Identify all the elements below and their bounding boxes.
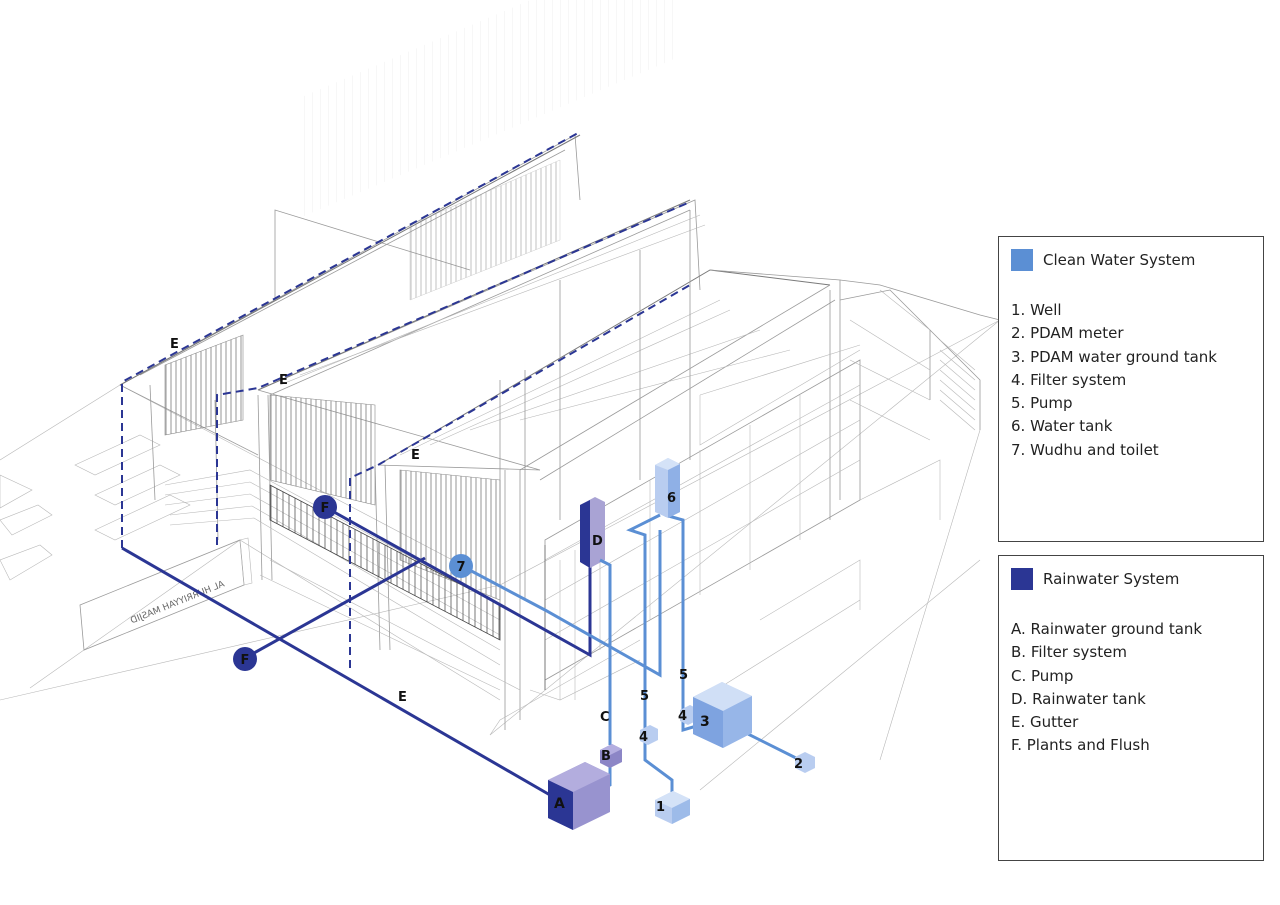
gutter-label-4: E: [398, 690, 407, 705]
ground-tank-label: 3: [700, 714, 710, 730]
legend-rain-item: D. Rainwater tank: [1011, 689, 1146, 708]
rain-pump-label: C: [600, 710, 610, 725]
water-tank-label: 6: [667, 491, 676, 506]
legend-clean-list: 1. Well 2. PDAM meter 3. PDAM water grou…: [1011, 299, 1217, 462]
gutter-line-2: [216, 201, 691, 545]
legend-rain-item: E. Gutter: [1011, 713, 1079, 732]
legend-rain-item: B. Filter system: [1011, 643, 1127, 662]
rain-tank-label: D: [592, 534, 603, 549]
water-tank: [655, 458, 680, 518]
rainwater-system: F F: [121, 132, 691, 830]
legend-rain-title-row: Rainwater System: [1011, 568, 1179, 590]
legend-rain-item: A. Rainwater ground tank: [1011, 620, 1203, 638]
pump-label-1: 5: [640, 689, 649, 704]
gutter-label-3: E: [411, 448, 420, 463]
plants-flush-node-1: F: [233, 647, 257, 671]
parking-stripes: [0, 434, 191, 581]
legend-rainwater: Rainwater System A. Rainwater ground tan…: [998, 555, 1264, 861]
right-annex: [759, 279, 1001, 621]
pump-label-2: 5: [679, 668, 688, 683]
well-box: [655, 791, 690, 824]
rain-pump-pipe: [599, 558, 612, 745]
well-label: 1: [656, 800, 665, 815]
clean-pipe-tank: [626, 513, 674, 792]
legend-rain-item: C. Pump: [1011, 666, 1074, 685]
rainwater-ground-tank: [548, 762, 610, 830]
railing: [269, 484, 501, 641]
rain-filter-label: B: [601, 749, 611, 764]
diagram-labels: E E E E A B C D 1 2 3 4 4 5 5 6: [170, 337, 803, 815]
legend-rain-title: Rainwater System: [1043, 570, 1180, 588]
legend-clean-item: 7. Wudhu and toilet: [1011, 440, 1159, 459]
rain-pipe-plants: [244, 556, 426, 660]
filter-label-1: 4: [639, 730, 648, 745]
rain-pipe-main: [121, 546, 551, 797]
plants-label-1: F: [241, 653, 250, 668]
meter-label: 2: [794, 757, 803, 772]
clean-water-swatch: [1011, 249, 1033, 271]
legend-clean-item: 2. PDAM meter: [1011, 324, 1124, 343]
clean-pipe-pump: [664, 513, 701, 733]
louver-screen-2: [269, 394, 376, 506]
filter-label-2: 4: [678, 709, 687, 724]
rainwater-tank: [580, 497, 605, 568]
clean-water-system: 7: [449, 458, 815, 824]
legend-clean-item: 1. Well: [1011, 301, 1062, 319]
rain-ground-tank-label: A: [554, 796, 565, 812]
plants-flush-node-2: F: [313, 495, 337, 519]
legend-clean-item: 5. Pump: [1011, 394, 1073, 413]
filter-box-1: [640, 725, 658, 745]
legend-clean-item: 3. PDAM water ground tank: [1011, 347, 1217, 366]
wudhu-label: 7: [456, 560, 465, 575]
building-model: AL HURRIYYAH MASJID: [0, 0, 1001, 791]
gutter-label-2: E: [279, 373, 288, 388]
pdam-meter-box: [795, 752, 815, 773]
rain-filter-box: [600, 744, 622, 768]
legend-rain-item: F. Plants and Flush: [1011, 736, 1150, 755]
rain-pipe-flush: [324, 505, 592, 658]
plants-label-2: F: [321, 501, 330, 516]
rainwater-swatch: [1011, 568, 1033, 590]
legend-clean-water: Clean Water System 1. Well 2. PDAM meter…: [998, 236, 1264, 542]
legend-clean-title-row: Clean Water System: [1011, 249, 1195, 271]
gutter-line-3: [349, 284, 691, 668]
clean-pipe-wudhu: [461, 530, 662, 678]
gutter-line-1: [121, 132, 579, 548]
gutter-label-1: E: [170, 337, 179, 352]
building-sign: AL HURRIYYAH MASJID: [129, 580, 226, 627]
wudhu-node: 7: [449, 554, 473, 578]
pdam-ground-tank: [693, 682, 752, 748]
clean-pipe-meter: [739, 728, 801, 762]
legend-clean-item: 6. Water tank: [1011, 417, 1113, 436]
legend-rain-list: A. Rainwater ground tank B. Filter syste…: [1011, 618, 1202, 758]
louver-screen-1: [164, 334, 244, 436]
legend-clean-item: 4. Filter system: [1011, 370, 1127, 389]
legend-clean-title: Clean Water System: [1043, 251, 1196, 269]
